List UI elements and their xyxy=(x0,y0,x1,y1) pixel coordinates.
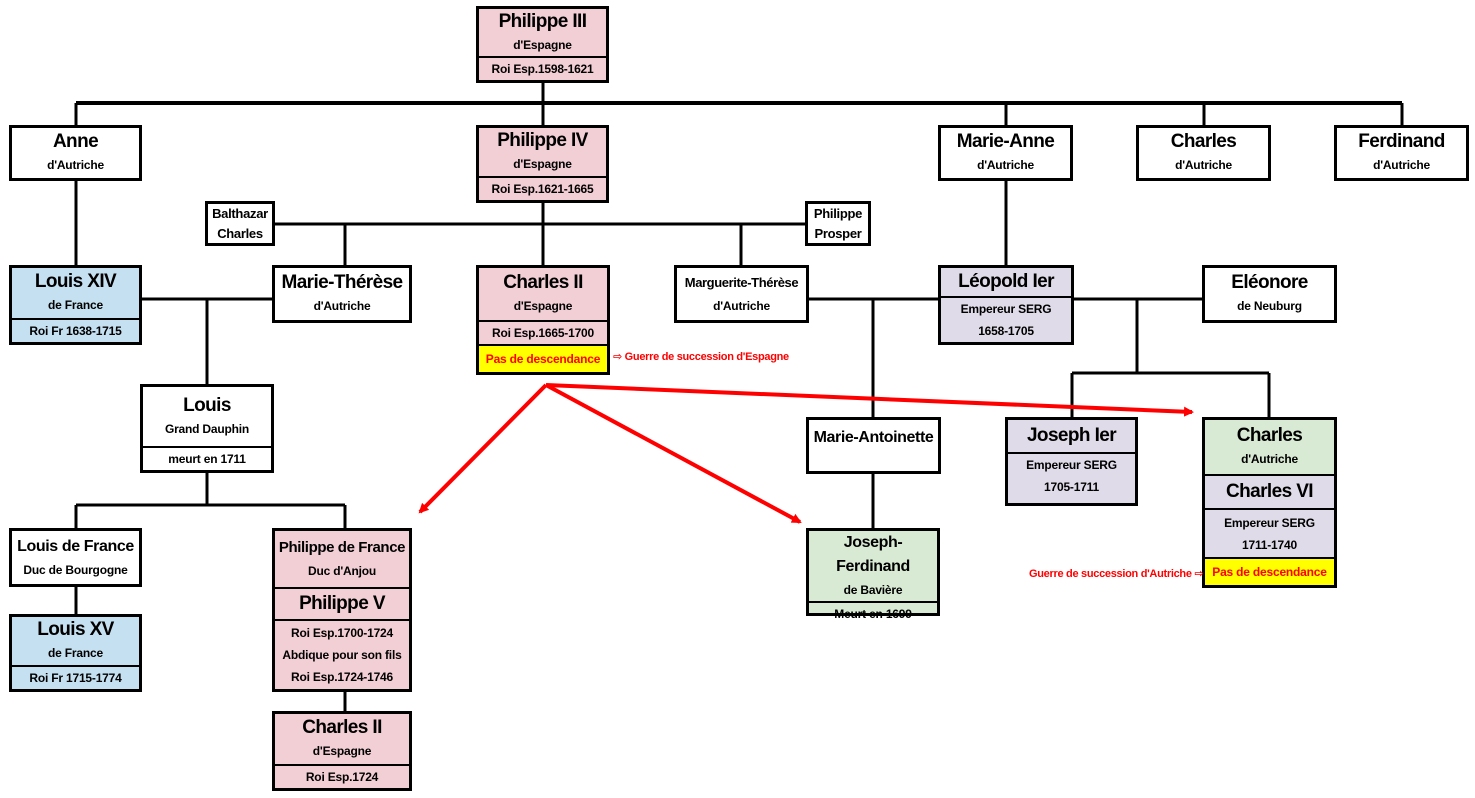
person-reign: 1705-1711 xyxy=(1044,480,1099,494)
person-name: Charles II xyxy=(302,717,382,738)
person-house: d'Espagne xyxy=(513,157,572,171)
person-reign: Roi Fr 1638-1715 xyxy=(29,324,122,338)
no-heir-badge: Pas de descendance xyxy=(1212,565,1327,579)
person-name-line1: Balthazar xyxy=(212,206,268,221)
person-name: Ferdinand xyxy=(1358,131,1445,152)
person-louis-grand-dauphin[interactable]: Louis Grand Dauphin meurt en 1711 xyxy=(140,384,274,473)
person-louis-xiv[interactable]: Louis XIV de France Roi Fr 1638-1715 xyxy=(9,265,142,345)
person-note: Meurt en 1699 xyxy=(834,607,912,621)
person-house: d'Espagne xyxy=(513,37,572,52)
person-house: d'Autriche xyxy=(1241,452,1298,466)
person-marguerite-therese[interactable]: Marguerite-Thérèse d'Autriche xyxy=(674,265,809,323)
person-philippe-iv[interactable]: Philippe IV d'Espagne Roi Esp.1621-1665 xyxy=(476,125,609,203)
person-house: d'Espagne xyxy=(513,299,573,313)
person-reign: Roi Fr 1715-1774 xyxy=(29,671,122,685)
person-title: Empereur SERG xyxy=(960,302,1052,316)
person-name: Léopold Ier xyxy=(958,271,1054,292)
person-philippe-prosper[interactable]: Philippe Prosper xyxy=(805,201,871,246)
person-reign: 1658-1705 xyxy=(978,324,1034,338)
person-name: Louis XV xyxy=(37,619,114,640)
person-house: d'Autriche xyxy=(1175,158,1232,172)
person-name: Marie-Anne xyxy=(956,131,1055,152)
person-reign: Roi Esp.1724 xyxy=(305,770,379,784)
person-house: d'Espagne xyxy=(312,744,372,758)
person-name: Anne xyxy=(52,131,99,152)
person-name: Marie-Antoinette xyxy=(813,429,934,446)
person-reign: Roi Esp.1700-1724 xyxy=(291,626,393,640)
person-house: de France xyxy=(48,646,103,660)
person-title: Empereur SERG xyxy=(1026,458,1117,472)
person-eleonore[interactable]: Eléonore de Neuburg xyxy=(1202,265,1337,323)
person-joseph-ferdinand[interactable]: Joseph-Ferdinand de Bavière Meurt en 169… xyxy=(806,528,940,621)
person-reign: Roi Esp.1621-1665 xyxy=(491,182,594,196)
person-leopold-ier[interactable]: Léopold Ier Empereur SERG 1658-1705 xyxy=(938,265,1074,345)
succession-arrow-charles xyxy=(545,383,1194,417)
person-title: Grand Dauphin xyxy=(164,421,250,436)
person-title: Duc d'Anjou xyxy=(308,564,376,578)
person-philippe-iii[interactable]: Philippe III d'Espagne Roi Esp.1598-1621 xyxy=(476,6,609,83)
person-reign: Roi Esp.1598-1621 xyxy=(491,62,594,76)
person-louis-i-espagne[interactable]: Charles II d'Espagne Roi Esp.1724 xyxy=(272,711,412,791)
person-reign: Roi Esp.1724-1746 xyxy=(291,670,393,684)
person-philippe-v[interactable]: Philippe de France Duc d'Anjou Philippe … xyxy=(272,528,412,692)
person-title: Duc de Bourgogne xyxy=(23,562,128,577)
austria-war-annotation: Guerre de succession d'Autriche ⇨ xyxy=(1029,568,1204,580)
person-house: d'Autriche xyxy=(1373,158,1430,172)
person-reign: Roi Esp.1665-1700 xyxy=(492,326,594,340)
person-house: de Neuburg xyxy=(1237,299,1302,313)
person-marie-anne[interactable]: Marie-Anne d'Autriche xyxy=(938,125,1073,181)
person-name: Louis xyxy=(183,394,231,416)
person-name: Charles xyxy=(1236,425,1303,446)
person-joseph-ier[interactable]: Joseph Ier Empereur SERG 1705-1711 xyxy=(1005,417,1138,506)
person-name: Eléonore xyxy=(1231,272,1308,293)
person-anne[interactable]: Anne d'Autriche xyxy=(9,125,142,181)
person-regnal-name: Philippe V xyxy=(299,593,385,614)
person-name: Louis XIV xyxy=(34,271,117,292)
person-name-line1: Philippe xyxy=(813,206,863,221)
person-reign: 1711-1740 xyxy=(1242,537,1297,552)
person-name: Philippe III xyxy=(498,10,587,32)
person-name: Charles xyxy=(1170,131,1237,152)
person-name: Marguerite-Thérèse xyxy=(684,275,799,290)
person-name: Philippe de France xyxy=(278,539,406,556)
no-heir-badge: Pas de descendance xyxy=(485,352,601,366)
person-regnal-name: Charles VI xyxy=(1226,481,1314,502)
person-house: de Bavière xyxy=(843,583,903,597)
person-name: Philippe IV xyxy=(497,130,588,151)
person-charles-autriche[interactable]: Charles d'Autriche xyxy=(1136,125,1271,181)
person-ferdinand[interactable]: Ferdinand d'Autriche xyxy=(1334,125,1469,181)
person-charles-ii[interactable]: Charles II d'Espagne Roi Esp.1665-1700 P… xyxy=(476,265,610,375)
person-house: d'Autriche xyxy=(977,158,1034,172)
person-house: d'Autriche xyxy=(713,299,770,313)
spain-war-annotation: ⇨ Guerre de succession d'Espagne xyxy=(613,351,789,363)
person-louis-xv[interactable]: Louis XV de France Roi Fr 1715-1774 xyxy=(9,614,142,692)
person-house: d'Autriche xyxy=(313,299,371,313)
person-name: Joseph Ier xyxy=(1026,425,1117,446)
person-name: Marie-Thérèse xyxy=(281,272,403,293)
person-house: d'Autriche xyxy=(47,158,104,172)
succession-arrow-baviere xyxy=(545,383,802,524)
person-name: Joseph-Ferdinand xyxy=(836,534,910,575)
person-marie-antoinette[interactable]: Marie-Antoinette xyxy=(806,417,941,474)
person-house: de France xyxy=(48,298,103,312)
person-note: meurt en 1711 xyxy=(168,452,246,466)
person-note: Abdique pour son fils xyxy=(282,648,402,662)
person-charles-vi[interactable]: Charles d'Autriche Charles VI Empereur S… xyxy=(1202,417,1337,588)
person-louis-bourgogne[interactable]: Louis de France Duc de Bourgogne xyxy=(9,528,142,587)
person-name-line2: Prosper xyxy=(814,226,862,241)
person-balthazar-charles[interactable]: Balthazar Charles xyxy=(205,201,275,246)
person-name: Charles II xyxy=(503,272,583,293)
person-name: Louis de France xyxy=(17,537,134,555)
person-name-line2: Charles xyxy=(217,226,263,241)
person-title: Empereur SERG xyxy=(1224,515,1315,530)
succession-arrow-anjou xyxy=(418,383,548,514)
person-marie-therese[interactable]: Marie-Thérèse d'Autriche xyxy=(272,265,412,323)
